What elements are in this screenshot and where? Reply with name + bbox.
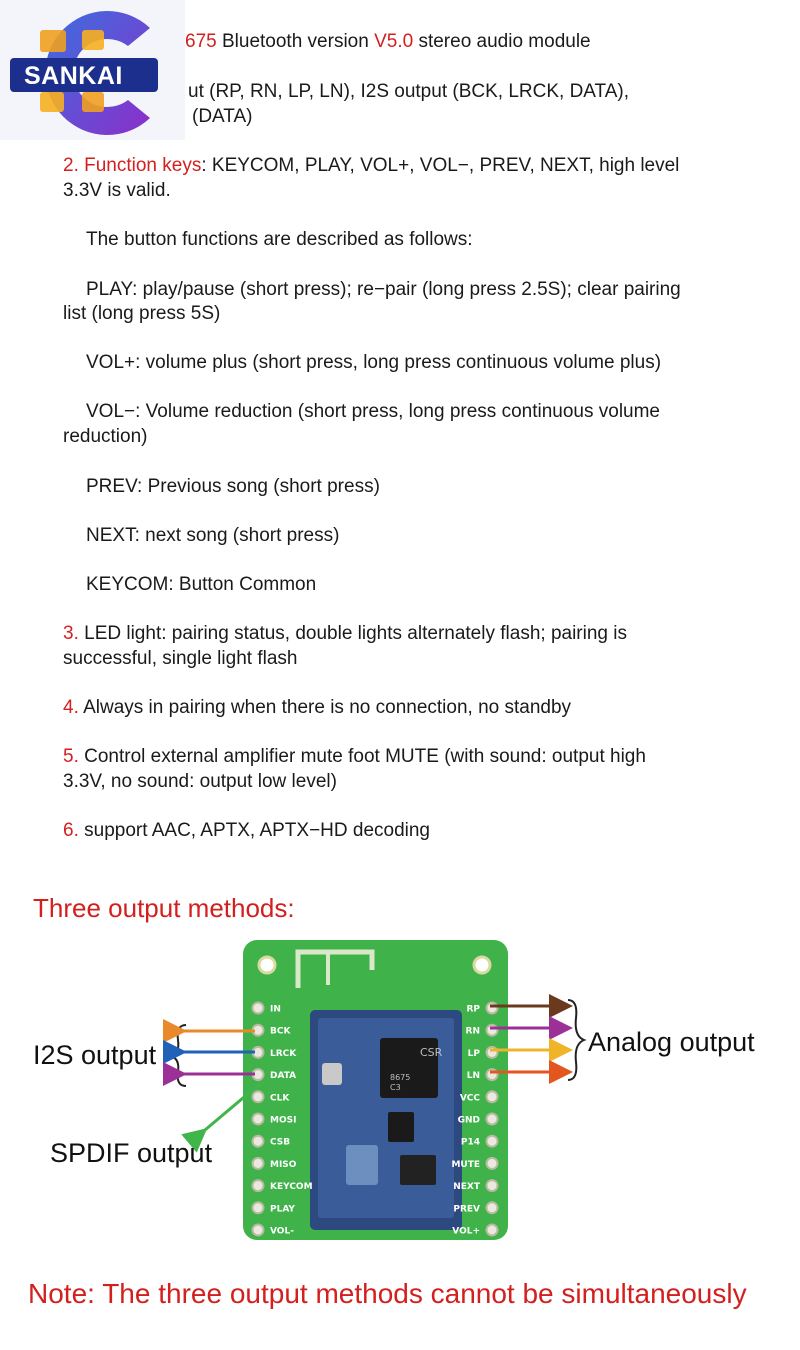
left-pin-label-clk: CLK <box>270 1093 290 1103</box>
i2s-brace <box>169 1024 187 1087</box>
item-2-cont: 3.3V is valid. <box>63 180 171 201</box>
left-pin-hole <box>251 1090 265 1104</box>
logo-text: SANKAI <box>24 62 123 90</box>
item-5: 5. Control external amplifier mute foot … <box>63 745 646 769</box>
right-pin-hole <box>485 1112 499 1126</box>
right-pin-label-vol+: VOL+ <box>452 1227 480 1237</box>
btn-play: PLAY: play/pause (short press); re−pair … <box>86 279 681 300</box>
analog-output-label: Analog output <box>588 1027 755 1057</box>
left-pin-hole <box>251 1179 265 1193</box>
left-pin-label-keycom: KEYCOM <box>270 1182 313 1192</box>
item-number: 2. <box>63 155 85 176</box>
left-pin-label-miso: MISO <box>270 1160 297 1170</box>
btn-next: NEXT: next song (short press) <box>86 525 340 546</box>
item-5-cont: 3.3V, no sound: output low level) <box>63 771 337 792</box>
item-text: LED light: pairing status, double lights… <box>84 623 627 644</box>
item-number: 4. <box>63 697 84 718</box>
left-pin-label-data: DATA <box>270 1071 296 1081</box>
left-pin-label-lrck: LRCK <box>270 1049 297 1059</box>
right-pin-label-vcc: VCC <box>460 1093 481 1103</box>
buttons-intro: The button functions are described as fo… <box>86 229 473 250</box>
intro-text-2: stereo audio module <box>413 31 591 52</box>
left-pin-hole <box>251 1134 265 1148</box>
item-label: Function keys <box>84 155 202 176</box>
diagram-heading: Three output methods: <box>33 893 295 923</box>
right-pin-label-rn: RN <box>466 1027 480 1037</box>
item-text: Control external amplifier mute foot MUT… <box>84 746 646 767</box>
right-pin-hole <box>485 1223 499 1237</box>
chip-text: C3 <box>390 1083 401 1092</box>
right-pin-label-lp: LP <box>468 1049 481 1059</box>
right-pin-hole <box>485 1201 499 1215</box>
left-pin-label-vol-: VOL- <box>270 1227 294 1237</box>
right-pin-hole <box>485 1179 499 1193</box>
logo-graphic <box>10 10 158 135</box>
note-text: Note: The three output methods cannot be… <box>28 1278 747 1309</box>
right-pin-hole <box>485 1134 499 1148</box>
right-pin-hole <box>485 1023 499 1037</box>
btn-volplus: VOL+: volume plus (short press, long pre… <box>86 352 662 373</box>
item-text: support AAC, APTX, APTX−HD decoding <box>84 820 431 841</box>
right-pin-label-ln: LN <box>467 1071 480 1081</box>
intro-line-2: ut (RP, RN, LP, LN), I2S output (BCK, LR… <box>188 81 630 102</box>
spdif-output-label: SPDIF output <box>50 1138 213 1168</box>
intro-line-1: 675 Bluetooth version V5.0 stereo audio … <box>185 30 591 54</box>
left-pin-hole <box>251 1001 265 1015</box>
item-3-cont: successful, single light flash <box>63 648 298 669</box>
right-pin-hole <box>485 1001 499 1015</box>
chip-text: CSR <box>420 1046 443 1059</box>
item-number: 6. <box>63 820 85 841</box>
chip-text: 8675 <box>390 1073 410 1082</box>
item-6: 6. support AAC, APTX, APTX−HD decoding <box>63 819 430 843</box>
left-pin-hole <box>251 1156 265 1170</box>
chip-model: 675 <box>185 31 217 52</box>
left-pin-hole <box>251 1201 265 1215</box>
right-pin-label-mute: MUTE <box>451 1160 480 1170</box>
left-pin-label-play: PLAY <box>270 1204 295 1214</box>
right-pin-hole <box>485 1090 499 1104</box>
csr-chip <box>380 1038 438 1098</box>
sankai-logo: SANKAI <box>0 0 185 140</box>
right-pin-label-gnd: GND <box>458 1116 480 1126</box>
item-number: 5. <box>63 746 85 767</box>
btn-play-cont: list (long press 5S) <box>63 303 221 324</box>
intro-line-3: (DATA) <box>192 106 253 127</box>
left-pin-hole <box>251 1223 265 1237</box>
bt-version: V5.0 <box>374 31 414 52</box>
item-text: Always in pairing when there is no conne… <box>83 697 572 718</box>
btn-keycom: KEYCOM: Button Common <box>86 574 317 595</box>
btn-volminus-cont: reduction) <box>63 426 148 447</box>
btn-volminus: VOL−: Volume reduction (short press, lon… <box>86 401 660 422</box>
arrow-spdif <box>181 1080 263 1153</box>
right-pin-label-next: NEXT <box>453 1182 481 1192</box>
right-pin-hole <box>485 1156 499 1170</box>
item-3: 3. LED light: pairing status, double lig… <box>63 622 627 646</box>
right-pin-label-prev: PREV <box>453 1204 480 1214</box>
right-pin-label-p14: P14 <box>461 1138 480 1148</box>
right-pin-label-rp: RP <box>466 1005 480 1015</box>
item-text: : KEYCOM, PLAY, VOL+, VOL−, PREV, NEXT, … <box>201 155 680 176</box>
left-pin-label-in: IN <box>270 1005 281 1015</box>
item-4: 4. Always in pairing when there is no co… <box>63 696 571 720</box>
i2s-output-label: I2S output <box>33 1040 157 1070</box>
item-2: 2. Function keys: KEYCOM, PLAY, VOL+, VO… <box>63 154 679 178</box>
left-pin-label-csb: CSB <box>270 1138 290 1148</box>
left-pin-label-mosi: MOSI <box>270 1116 296 1126</box>
left-pin-label-bck: BCK <box>270 1027 291 1037</box>
item-number: 3. <box>63 623 85 644</box>
intro-text: Bluetooth version <box>216 31 375 52</box>
analog-brace <box>567 999 587 1081</box>
left-pin-hole <box>251 1112 265 1126</box>
left-pin-header: IN BCK LRCK DATA CLK MOSI CSB MISO KEYCOM PLAY VOL… <box>251 1001 313 1237</box>
btn-prev: PREV: Previous song (short press) <box>86 476 380 497</box>
